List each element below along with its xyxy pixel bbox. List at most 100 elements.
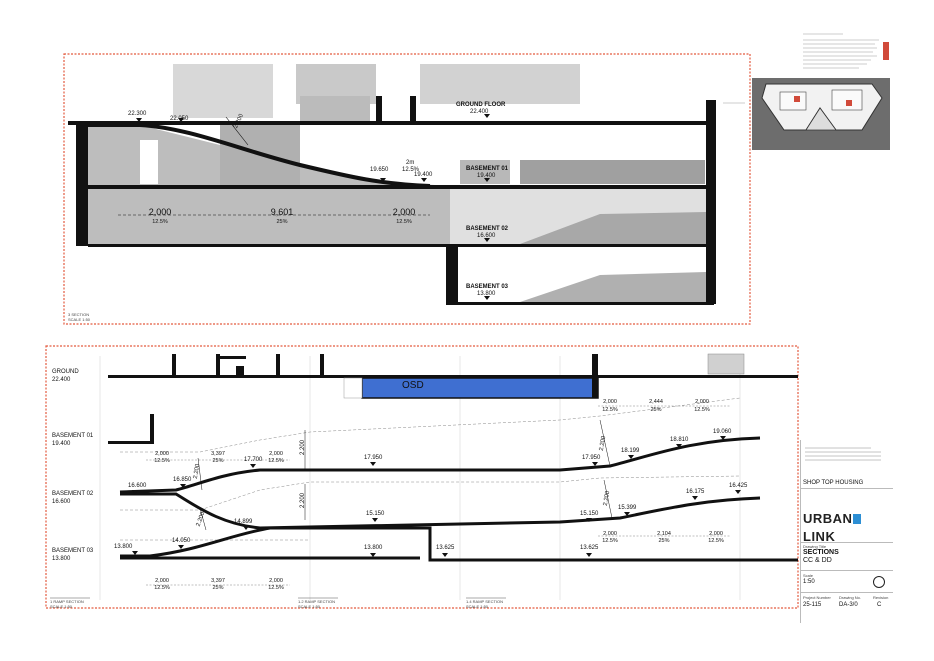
company-logo: URBANLINK [803,510,893,546]
drawing-subtitle: CC & DD [803,557,832,564]
dim-grade: 12.5% [154,585,170,591]
dim-grade: 12.5% [396,219,412,225]
upper-wall [410,96,416,121]
dim-grade: 12.5% [708,538,724,544]
spot-level: 14.899 [234,519,253,525]
ramp-line [88,123,431,188]
spot-level: 22.300 [128,111,147,117]
level-name-b3: BASEMENT 03 [52,548,94,554]
level-rl-ground: 22.400 [470,109,489,115]
spot-level: 17.950 [364,455,383,461]
level-name-ground: GROUND [52,369,79,375]
right-wall [706,100,716,304]
scale-value: 1:50 [803,579,815,585]
level-name-b2: BASEMENT 02 [466,226,509,232]
b3-wall [446,244,458,304]
dim-grade: 12.5% [152,219,168,225]
drawing-no: DA-3/0 [839,602,858,608]
job-no: 25-115 [803,602,822,608]
upper-wall [376,96,382,121]
spot-level: 13.800 [364,545,383,551]
section-scale: SCALE 1:50 [298,604,321,609]
level-name-b2: BASEMENT 02 [52,491,94,497]
spot-level: 16.175 [686,489,705,495]
spot-level: 19.400 [414,172,433,178]
key-plan [752,78,890,150]
level-rl-b3: 13.800 [477,291,496,297]
dim-grade: 25% [212,458,224,464]
grey-mass [300,96,370,124]
dim-grade: 25% [658,538,670,544]
dim-grade: 25% [276,219,288,225]
left-wall [76,125,88,246]
spot-level: 16.425 [729,483,748,489]
dim-grade: 25% [212,585,224,591]
spot-level: 18.810 [670,437,689,443]
ramp-fill [520,212,706,244]
dim-length: 2,104 [657,531,671,537]
north-arrow-icon [873,576,885,588]
dim-length: 2,000 [148,207,172,217]
bottom-section-frame [45,345,799,609]
level-rl-b1: 19.400 [52,441,71,447]
dim-grade: 12.5% [268,585,284,591]
spot-level: 13.800 [114,544,133,550]
spot-level: 15.150 [366,511,385,517]
notes-block [797,28,893,80]
section-label: 1.2 RAMP SECTION [298,599,336,604]
headroom-label: 2.200 [300,492,307,509]
level-rl-b2: 16.600 [477,233,496,239]
spot-level: 15.399 [618,505,637,511]
revision: C [877,602,882,608]
section-label: 3 SECTION [68,312,90,317]
spot-level: 19.650 [370,167,389,173]
osd-tank [361,377,599,399]
grey-mass [420,64,580,104]
project-title: SHOP TOP HOUSING [803,480,864,486]
level-rl-b1: 19.400 [477,173,496,179]
spot-level: 15.150 [580,511,599,517]
section-label: 1 RAMP SECTION [50,599,84,604]
osd-label: OSD [402,380,424,391]
b1-slab [88,185,706,189]
spot-level: 16.600 [128,483,147,489]
top-section-frame [63,53,751,325]
company-name-left: URBAN [803,511,853,526]
revision-label: Revision [873,595,889,600]
level-name-b3: BASEMENT 03 [466,284,509,290]
drawing-no-label: Drawing No. [839,595,862,600]
ramp-note-grade: 12.5% [402,167,420,173]
dim-length: 2,000 [155,578,169,584]
spot-level: 17.700 [244,457,263,463]
dim-grade: 12.5% [602,407,618,413]
spot-level: 18.199 [621,448,640,454]
level-name-b1: BASEMENT 01 [466,166,509,172]
ramp-note-height: 2m [406,160,415,166]
dim-length: 2,000 [695,399,709,405]
level-name-b1: BASEMENT 01 [52,433,94,439]
dim-length: 3,397 [211,451,225,457]
spot-level: 13.625 [436,545,455,551]
b2-ramp [120,492,761,530]
dim-grade: 12.5% [268,458,284,464]
white-void [140,140,158,184]
dim-grade: 12.5% [602,538,618,544]
notes-text-lines [803,33,889,69]
hatched-block [707,353,745,375]
dim-length: 2,000 [269,578,283,584]
spot-level: 13.625 [580,545,599,551]
grey-mass [460,160,510,184]
dim-length: 2,000 [603,531,617,537]
dim-length: 2,000 [709,531,723,537]
dim-length: 2,000 [603,399,617,405]
ground-slab [108,375,798,378]
dim-length: 2,444 [649,399,663,405]
spot-level: 19.060 [713,429,732,435]
section-scale: SCALE 1:50 [466,604,489,609]
title-block: SHOP TOP HOUSING URBANLINK Drawing Title… [800,440,893,623]
dim-grade: 25% [650,407,662,413]
spot-level: 22.050 [170,116,189,122]
section-scale: SCALE 1:50 [68,317,91,322]
